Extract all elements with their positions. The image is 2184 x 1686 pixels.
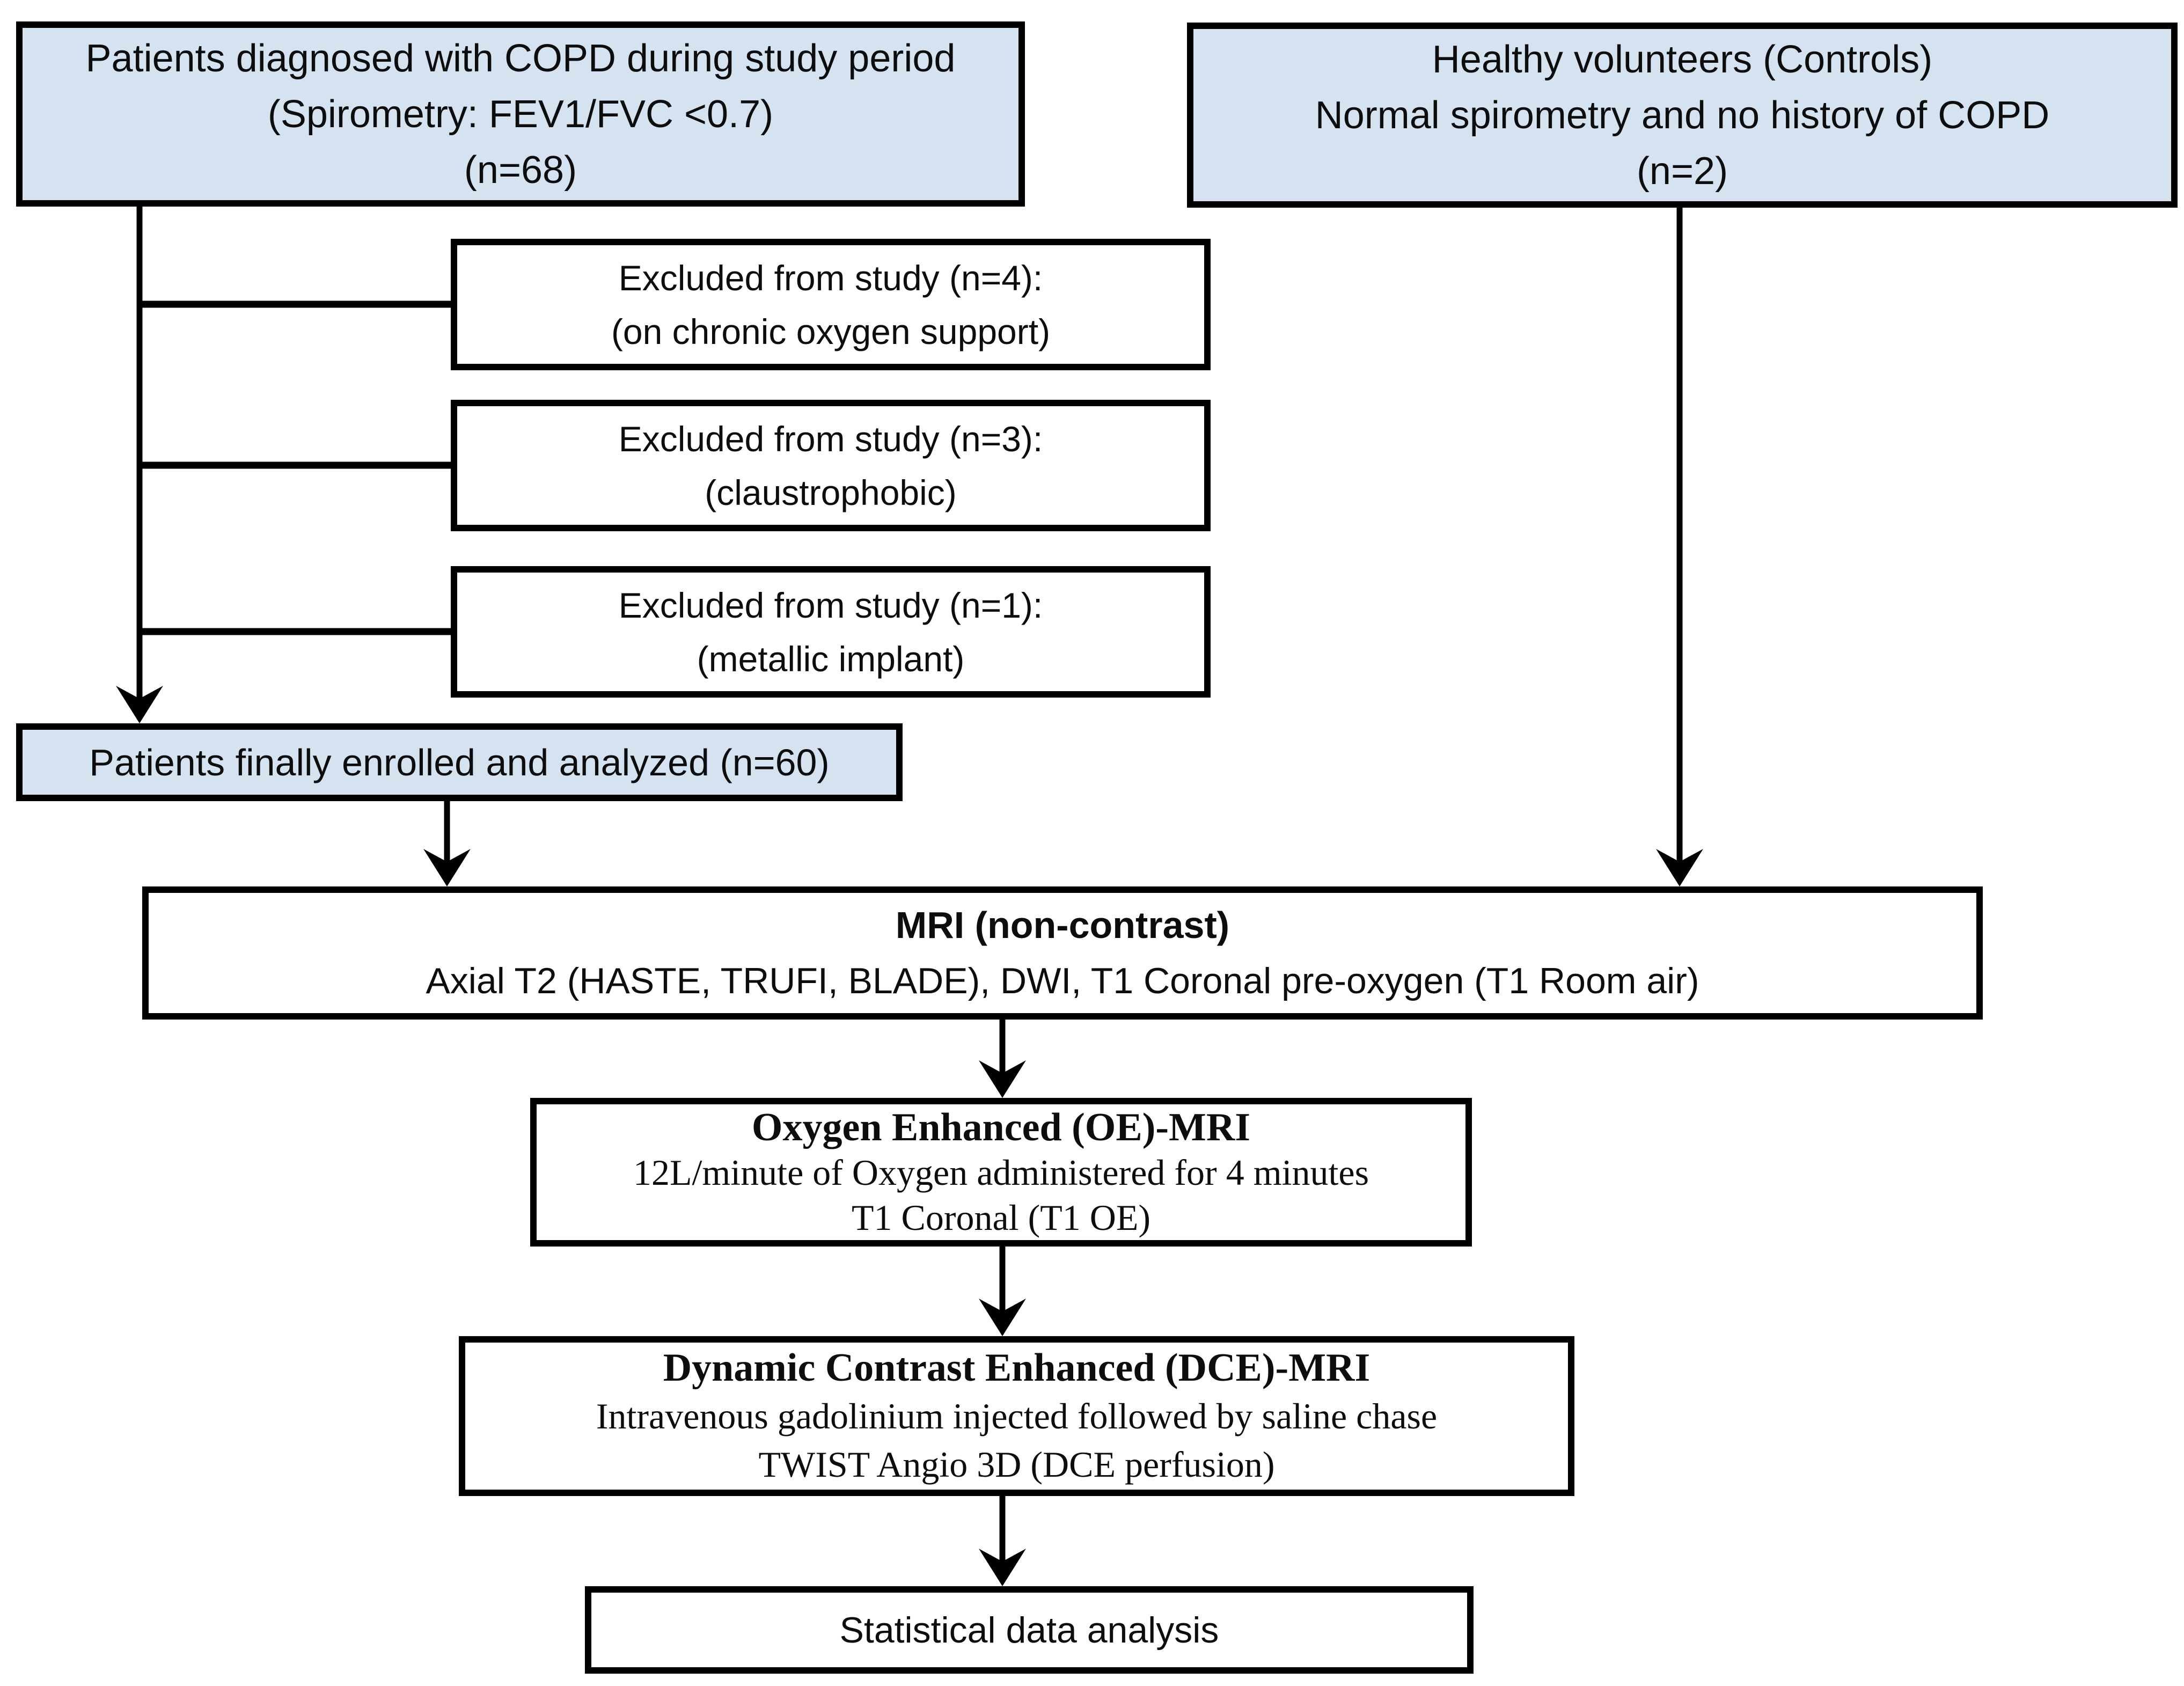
node-enrolled-patients: Patients finally enrolled and analyzed (… xyxy=(16,723,903,801)
arrowhead-oe-to-dce xyxy=(979,1299,1026,1336)
copd-patients-line-3: (n=68) xyxy=(464,148,577,192)
node-copd-patients: Patients diagnosed with COPD during stud… xyxy=(16,21,1025,207)
arrowhead-dce-to-stats xyxy=(979,1549,1026,1586)
oe-mri-line-2: T1 Coronal (T1 OE) xyxy=(851,1197,1151,1238)
excluded-implant-line-1: Excluded from study (n=1): xyxy=(618,585,1043,625)
dce-mri-line-1: Intravenous gadolinium injected followed… xyxy=(596,1396,1438,1436)
healthy-controls-line-3: (n=2) xyxy=(1636,149,1728,193)
mri-noncontrast-line-1: Axial T2 (HASTE, TRUFI, BLADE), DWI, T1 … xyxy=(426,961,1699,1001)
excluded-claustrophobic-line-1: Excluded from study (n=3): xyxy=(618,419,1043,459)
node-statistical-analysis: Statistical data analysis xyxy=(585,1586,1474,1674)
node-dce-mri: Dynamic Contrast Enhanced (DCE)-MRI Intr… xyxy=(459,1336,1574,1496)
copd-patients-line-2: (Spirometry: FEV1/FVC <0.7) xyxy=(267,92,774,136)
healthy-controls-line-1: Healthy volunteers (Controls) xyxy=(1432,38,1933,81)
dce-mri-line-2: TWIST Angio 3D (DCE perfusion) xyxy=(758,1444,1275,1485)
node-excluded-claustrophobic: Excluded from study (n=3): (claustrophob… xyxy=(451,400,1211,531)
excluded-oxygen-line-1: Excluded from study (n=4): xyxy=(618,258,1043,298)
excluded-claustrophobic-line-2: (claustrophobic) xyxy=(705,472,957,512)
enrolled-line-1: Patients finally enrolled and analyzed (… xyxy=(89,741,830,783)
oe-mri-title: Oxygen Enhanced (OE)-MRI xyxy=(751,1105,1251,1149)
copd-patients-line-1: Patients diagnosed with COPD during stud… xyxy=(85,36,956,80)
healthy-controls-line-2: Normal spirometry and no history of COPD xyxy=(1315,93,2050,137)
statistics-line-1: Statistical data analysis xyxy=(839,1609,1219,1651)
node-excluded-oxygen-support: Excluded from study (n=4): (on chronic o… xyxy=(451,239,1211,370)
arrowhead-controls-to-mri xyxy=(1656,849,1703,886)
excluded-oxygen-line-2: (on chronic oxygen support) xyxy=(611,311,1051,351)
node-mri-noncontrast: MRI (non-contrast) Axial T2 (HASTE, TRUF… xyxy=(142,886,1983,1020)
node-oe-mri: Oxygen Enhanced (OE)-MRI 12L/minute of O… xyxy=(530,1098,1472,1247)
node-healthy-controls: Healthy volunteers (Controls) Normal spi… xyxy=(1187,23,2178,208)
arrowhead-copd-to-enrolled xyxy=(116,686,163,723)
mri-noncontrast-title: MRI (non-contrast) xyxy=(895,904,1230,946)
arrowhead-mri-to-oe xyxy=(979,1060,1026,1098)
dce-mri-title: Dynamic Contrast Enhanced (DCE)-MRI xyxy=(663,1346,1371,1390)
node-excluded-metallic-implant: Excluded from study (n=1): (metallic imp… xyxy=(451,566,1211,698)
oe-mri-line-1: 12L/minute of Oxygen administered for 4 … xyxy=(633,1152,1369,1193)
arrowhead-enrolled-to-mri xyxy=(423,849,471,886)
excluded-implant-line-2: (metallic implant) xyxy=(697,639,965,679)
